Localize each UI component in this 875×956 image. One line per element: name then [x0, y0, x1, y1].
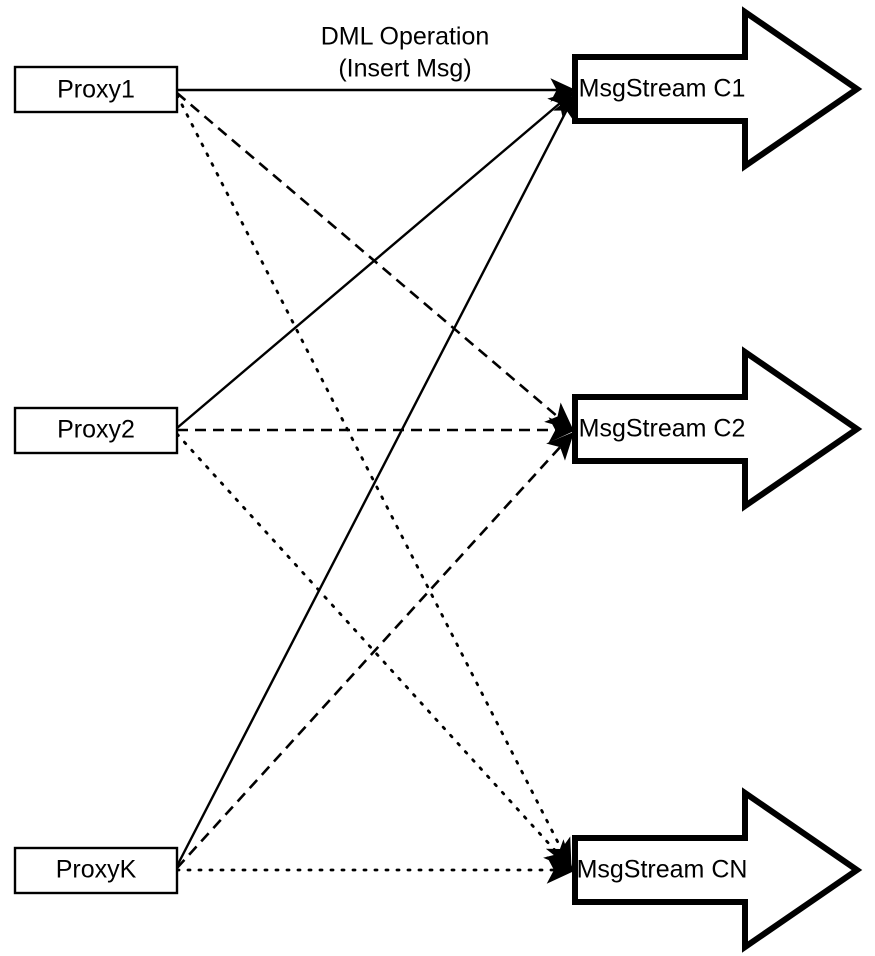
- annotation-line-1: DML Operation: [321, 23, 490, 51]
- stream-nodes-layer: MsgStream C1 MsgStream C2 MsgStream CN: [572, 6, 863, 953]
- stream-node-stream-cn[interactable]: MsgStream CN: [572, 787, 863, 953]
- proxy-label: ProxyK: [56, 856, 137, 884]
- proxy-box: [13, 65, 179, 114]
- proxy-node-proxyk[interactable]: ProxyK: [13, 846, 179, 895]
- proxy-label: Proxy2: [57, 416, 135, 444]
- edge-proxy2-to-c1: [176, 91, 575, 429]
- proxy-label: Proxy1: [57, 76, 135, 104]
- proxy-box: [13, 846, 179, 895]
- stream-node-stream-c2[interactable]: MsgStream C2: [572, 346, 863, 512]
- proxy-node-proxy2[interactable]: Proxy2: [13, 406, 179, 455]
- edge-proxy2-to-cn: [175, 432, 574, 871]
- edges-layer: [175, 78, 577, 884]
- edge-proxy1-to-cn: [175, 93, 572, 869]
- edge-proxyk-to-c1: [175, 93, 576, 867]
- stream-label: MsgStream C1: [579, 75, 746, 103]
- proxy-box: [13, 406, 179, 455]
- stream-arrow-shape: [572, 346, 863, 512]
- stream-label: MsgStream C2: [579, 415, 746, 443]
- proxy-node-proxy1[interactable]: Proxy1: [13, 65, 179, 114]
- stream-label: MsgStream CN: [577, 856, 748, 884]
- annotation-line-2: (Insert Msg): [338, 55, 471, 83]
- annotations-layer: DML Operation (Insert Msg): [321, 23, 490, 83]
- stream-arrow-shape: [572, 787, 863, 953]
- stream-node-stream-c1[interactable]: MsgStream C1: [572, 6, 863, 172]
- edge-proxyk-to-c2: [176, 431, 575, 869]
- stream-arrow-shape: [572, 6, 863, 172]
- annotation-dml-operation: DML Operation (Insert Msg): [321, 23, 490, 83]
